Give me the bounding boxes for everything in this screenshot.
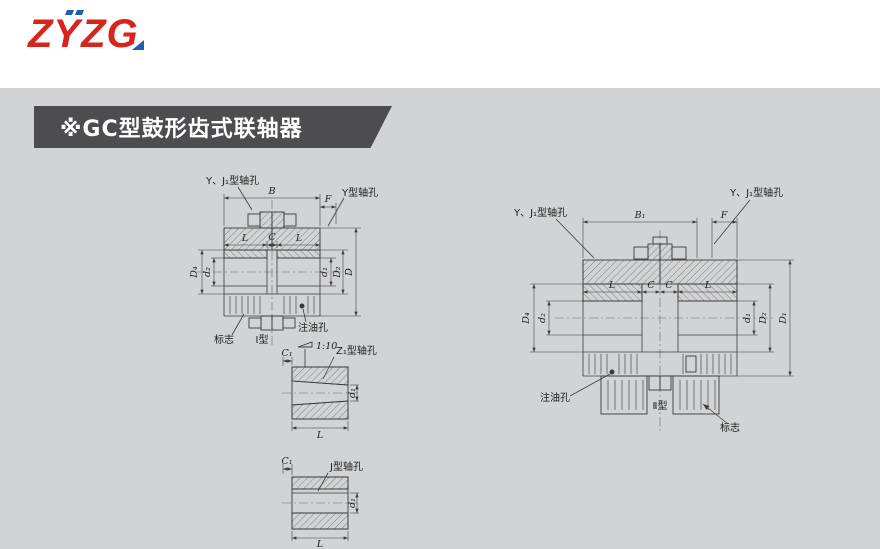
logo-text: ZYZG	[28, 12, 139, 56]
fig4-dim-F: F	[720, 210, 728, 221]
bolt-nut	[283, 213, 297, 227]
fig4-dim-D2: D₂	[758, 312, 769, 325]
content-area: ※GC型鼓形齿式联轴器	[0, 88, 880, 549]
taper-flag-icon	[297, 341, 313, 348]
fig1-dim-D4: D₄	[189, 266, 200, 279]
fig3-dim-C1: C₁	[281, 456, 292, 467]
fig3-dim-d: d₁	[347, 498, 358, 508]
bolt-head	[247, 213, 261, 227]
fig1-dim-L1: L	[241, 233, 248, 244]
figure-gc-type2: B₁ F Y、J₁型轴孔 Y、J₁型轴孔 L C C L	[513, 186, 794, 434]
fig4-dim-D4: D₄	[521, 312, 532, 325]
figure-j-bore-detail: J型轴孔 C₁ L d₁	[281, 456, 362, 549]
logo: ZYZG	[28, 10, 178, 68]
fig1-dim-d2: d₂	[202, 267, 213, 277]
fig3-dim-L: L	[316, 539, 323, 549]
fig4-bore-label-right: Y、J₁型轴孔	[729, 186, 783, 199]
fig2-dim-C1: C₁	[281, 348, 292, 359]
bolt-nut	[671, 246, 687, 260]
fig4-dim-C2: C	[665, 280, 673, 291]
fig4-dim-L1: L	[608, 280, 615, 291]
fig1-label-type: Ⅰ型	[256, 333, 269, 346]
fig4-dim-d1: d₁	[742, 313, 753, 323]
fig2-dim-L: L	[316, 430, 323, 441]
fig1-dim-D2: D₂	[332, 266, 343, 279]
fig2-taper-label: 1:10	[316, 341, 337, 352]
mark-plate	[685, 355, 697, 373]
oil-hole	[299, 303, 305, 309]
oil-hole	[609, 369, 615, 375]
fig4-label-type: Ⅱ型	[653, 399, 668, 412]
fig1-dim-D: D	[344, 268, 355, 277]
technical-drawings: B F Y型轴孔 Y、J₁型轴孔 L C L	[189, 174, 794, 549]
page-title: ※GC型鼓形齿式联轴器	[60, 117, 303, 142]
fig1-dim-C: C	[268, 232, 276, 243]
fig4-dim-d2: d₂	[537, 313, 548, 323]
fig1-dim-B: B	[268, 186, 276, 197]
fig3-bore-label: J型轴孔	[329, 460, 363, 473]
bolt-head	[633, 246, 649, 260]
fig4-bore-label-left: Y、J₁型轴孔	[513, 206, 567, 219]
logo-triangle-icon	[132, 40, 144, 50]
fig4-dim-D1: D₁	[778, 312, 789, 324]
fig1-dim-F: F	[324, 194, 332, 205]
header: ZYZG	[0, 0, 880, 88]
fig1-label-mark: 标志	[214, 333, 234, 346]
fig1-dim-L2: L	[295, 233, 302, 244]
fig4-dim-C1: C	[647, 280, 655, 291]
fig1-label-oil: 注油孔	[298, 321, 328, 334]
fig4-dim-B1: B₁	[634, 210, 646, 221]
fig2-dim-d: d₁	[347, 388, 358, 398]
fig1-bore-label-right: Y型轴孔	[341, 186, 378, 199]
fig2-bore-label: Z₁型轴孔	[336, 344, 377, 357]
fig1-dim-d1: d₁	[319, 267, 330, 277]
figure-gc-type1: B F Y型轴孔 Y、J₁型轴孔 L C L	[189, 174, 378, 346]
fig1-bore-label-left: Y、J₁型轴孔	[205, 174, 259, 187]
title-banner: ※GC型鼓形齿式联轴器	[34, 106, 392, 148]
figure-z1-bore-detail: 1:10 Z₁型轴孔 C₁ L d₁	[281, 341, 376, 441]
fig4-dim-L2: L	[704, 280, 711, 291]
fig4-label-mark: 标志	[720, 421, 740, 434]
fig4-label-oil: 注油孔	[540, 391, 570, 404]
